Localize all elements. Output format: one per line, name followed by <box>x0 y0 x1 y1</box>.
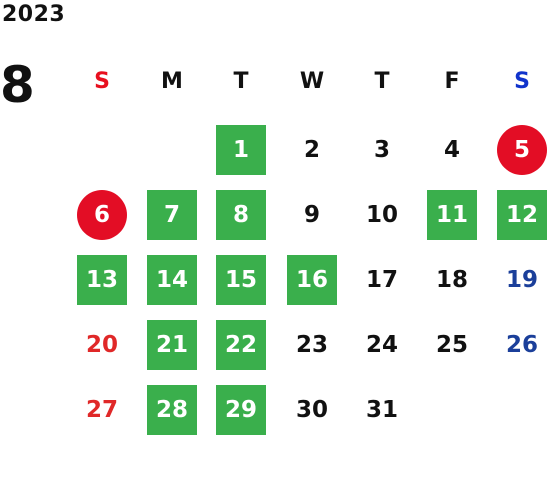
day-cell-21[interactable]: 21 <box>147 320 197 370</box>
day-cell-3[interactable]: 3 <box>373 137 390 163</box>
weekday-header-0: S <box>94 68 110 94</box>
day-cell-28[interactable]: 28 <box>147 385 197 435</box>
day-cell-15[interactable]: 15 <box>216 255 266 305</box>
day-cell-24[interactable]: 24 <box>365 332 398 358</box>
day-cell-29[interactable]: 29 <box>216 385 266 435</box>
day-cell-25[interactable]: 25 <box>435 332 468 358</box>
weekday-header-4: T <box>374 68 390 94</box>
day-cell-26[interactable]: 26 <box>505 332 538 358</box>
day-cell-13[interactable]: 13 <box>77 255 127 305</box>
day-cell-18[interactable]: 18 <box>435 267 468 293</box>
day-cell-22[interactable]: 22 <box>216 320 266 370</box>
weekday-header-5: F <box>444 68 460 94</box>
weekday-header-2: T <box>233 68 249 94</box>
day-cell-23[interactable]: 23 <box>295 332 328 358</box>
day-cell-16[interactable]: 16 <box>287 255 337 305</box>
day-cell-19[interactable]: 19 <box>505 267 538 293</box>
day-cell-20[interactable]: 20 <box>85 332 118 358</box>
day-cell-31[interactable]: 31 <box>365 397 398 423</box>
calendar-year: 2023 <box>2 2 66 27</box>
day-cell-14[interactable]: 14 <box>147 255 197 305</box>
weekday-header-1: M <box>161 68 183 94</box>
day-cell-27[interactable]: 27 <box>85 397 118 423</box>
day-cell-10[interactable]: 10 <box>365 202 398 228</box>
day-cell-8[interactable]: 8 <box>216 190 266 240</box>
day-cell-30[interactable]: 30 <box>295 397 328 423</box>
day-cell-12[interactable]: 12 <box>497 190 547 240</box>
weekday-header-6: S <box>514 68 530 94</box>
day-cell-6[interactable]: 6 <box>77 190 127 240</box>
day-cell-9[interactable]: 9 <box>303 202 320 228</box>
weekday-header-3: W <box>299 68 325 94</box>
day-cell-5[interactable]: 5 <box>497 125 547 175</box>
day-cell-2[interactable]: 2 <box>303 137 320 163</box>
day-cell-7[interactable]: 7 <box>147 190 197 240</box>
day-cell-11[interactable]: 11 <box>427 190 477 240</box>
day-cell-4[interactable]: 4 <box>443 137 460 163</box>
day-cell-17[interactable]: 17 <box>365 267 398 293</box>
calendar-month: 8 <box>0 56 35 114</box>
day-cell-1[interactable]: 1 <box>216 125 266 175</box>
